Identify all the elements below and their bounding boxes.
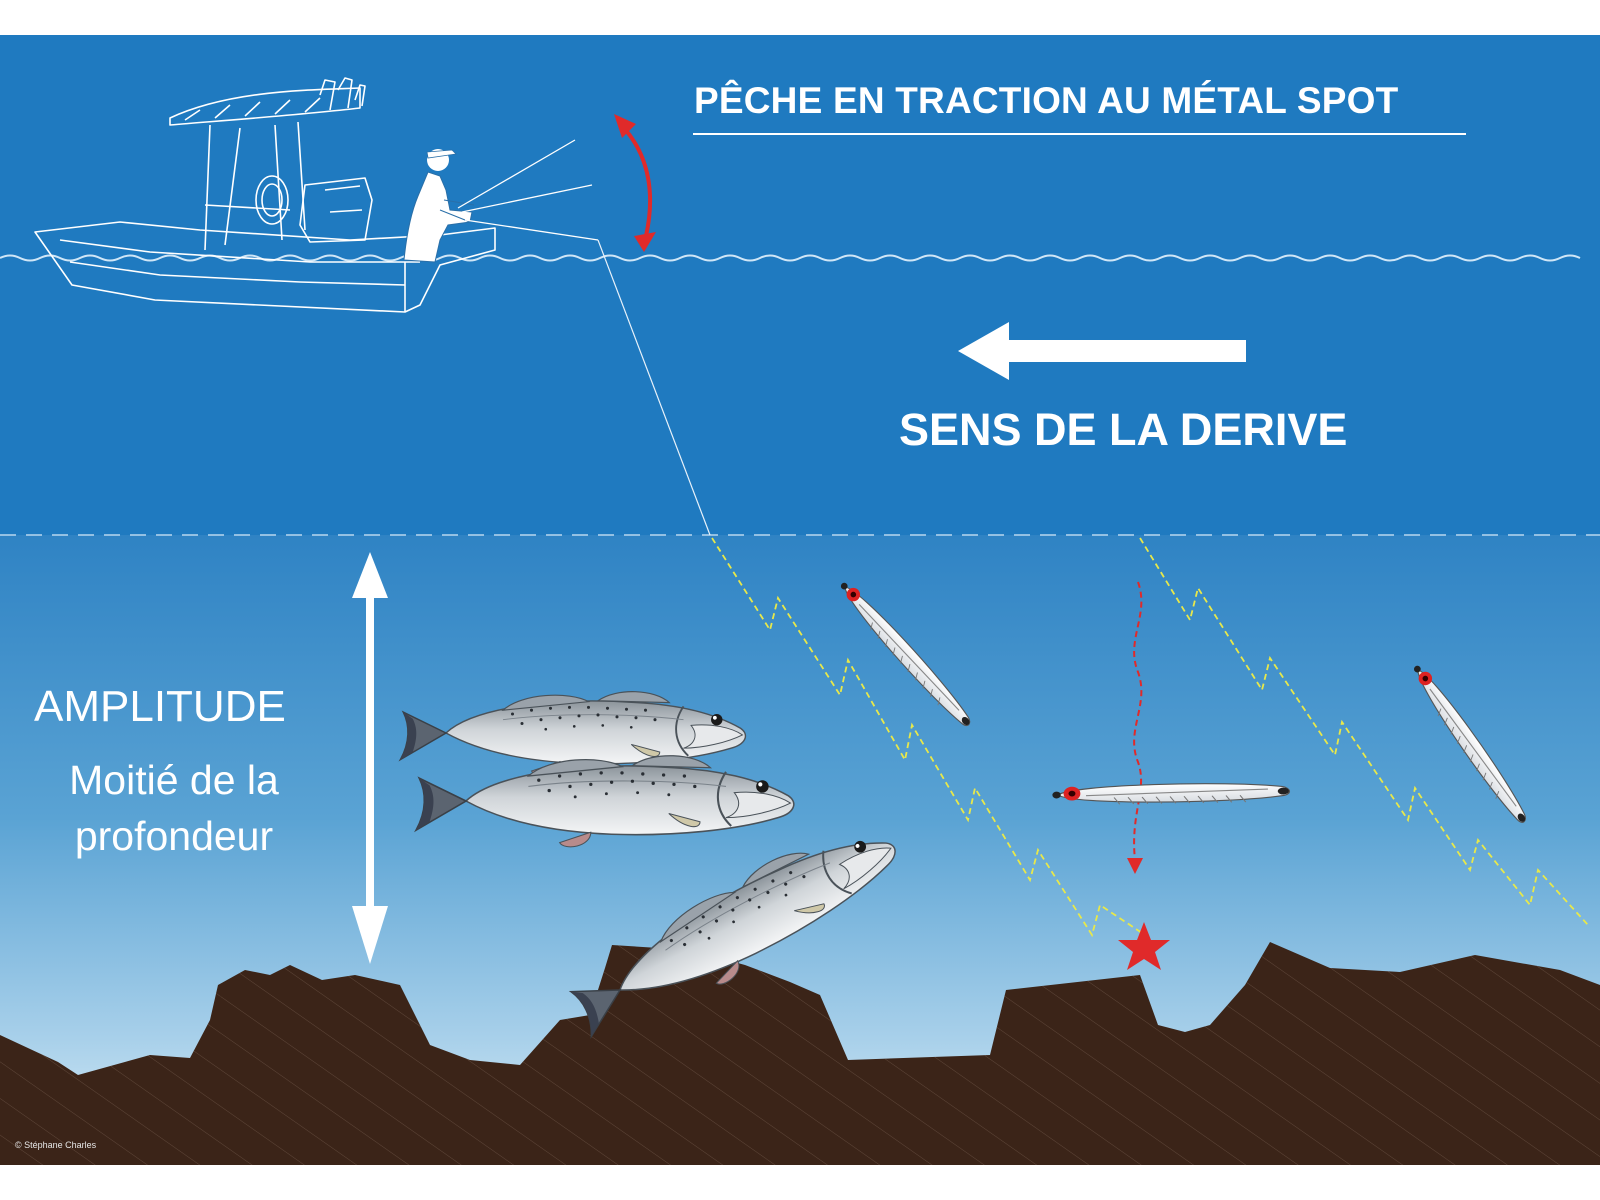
- angler-icon: [403, 149, 475, 263]
- strike-star-icon: [1118, 922, 1170, 970]
- diagram-title: PÊCHE EN TRACTION AU MÉTAL SPOT: [694, 80, 1399, 121]
- title-underline: [693, 133, 1466, 135]
- surface-water: [0, 35, 1600, 535]
- boat-icon: [34, 77, 496, 313]
- drift-direction-label: SENS DE LA DERIVE: [899, 404, 1348, 455]
- amplitude-arrow-icon: [352, 552, 388, 964]
- fishing-line: [597, 239, 711, 536]
- rod-motion-arrow-icon: [614, 114, 656, 252]
- fall-path: [1127, 581, 1143, 874]
- retrieve-path-left: [711, 537, 1146, 938]
- amplitude-heading: AMPLITUDE: [34, 682, 286, 731]
- amplitude-note: Moitié de la profondeur: [69, 757, 279, 859]
- retrieve-path-right: [1139, 537, 1589, 926]
- seabed-hatching: [0, 942, 1600, 1165]
- fishing-rods: [457, 139, 599, 241]
- drift-arrow-icon: [958, 322, 1246, 380]
- copyright-credit: © Stéphane Charles: [15, 1140, 97, 1150]
